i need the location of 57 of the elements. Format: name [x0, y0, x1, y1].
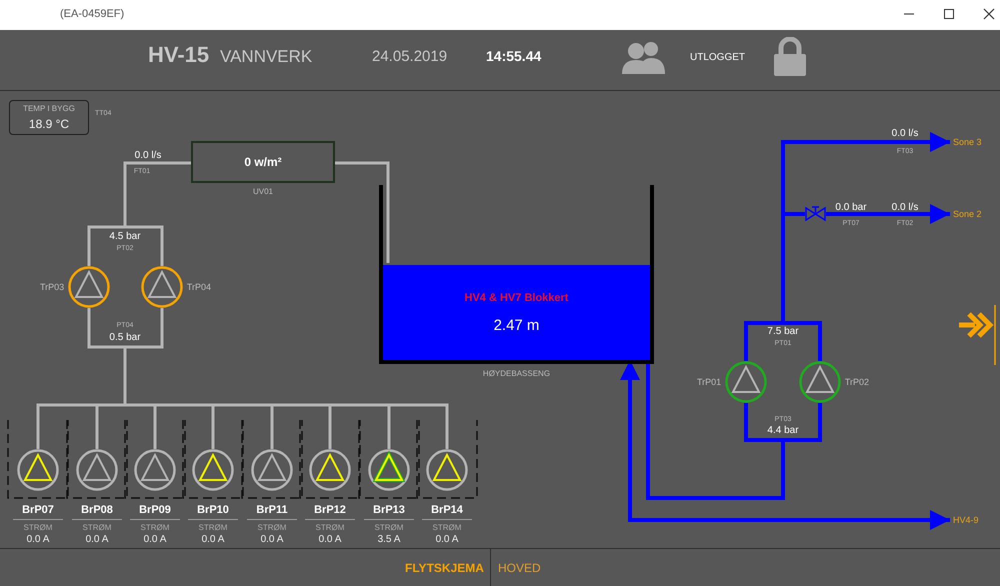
pump-label: BrP07 — [13, 505, 63, 520]
pump-label: BrP09 — [130, 505, 180, 520]
current-value: 0.0 A — [144, 535, 166, 545]
measurement-name: STRØM — [24, 524, 52, 532]
time-text: 14:55.44 — [486, 49, 542, 63]
pump-label: BrP10 — [188, 505, 238, 520]
station-subtitle: VANNVERK — [220, 48, 312, 65]
pump-label: BrP12 — [305, 505, 355, 520]
measurement-name: STRØM — [198, 524, 228, 532]
measurement-name: STRØM — [374, 524, 404, 532]
unit-tag: UV01 — [252, 188, 273, 196]
current-value: 0.0 A — [436, 535, 458, 545]
station-title: HV-15 — [148, 44, 210, 66]
pump-label: BrP14 — [422, 505, 472, 520]
measurement-name: STRØM — [82, 524, 112, 532]
panel-heading: TEMP I BYGG — [23, 105, 75, 113]
tank-label: HØYDEBASSENG — [482, 370, 550, 378]
current-value: 0.0 A — [318, 535, 342, 545]
temperature-value: 18.9 °C — [28, 118, 70, 130]
zone-label: HV4-9 — [953, 516, 979, 524]
pump-label: TrP03 — [40, 282, 64, 292]
pipe — [335, 162, 390, 263]
tab-label: FLYTSKJEMA — [405, 562, 484, 574]
measurement-value: 0.0 l/s — [134, 151, 162, 161]
measurement-value: 7.5 bar — [767, 327, 799, 337]
measurement-name: STRØM — [258, 524, 286, 532]
pump-label: BrP13 — [364, 505, 414, 520]
level-value: 2.47 m — [494, 318, 540, 332]
current-value: 0.0 A — [86, 535, 108, 545]
window-title: (EA-0459EF) — [60, 9, 124, 20]
measurement-value: 4.5 bar — [109, 232, 141, 242]
measurement-value: 0.0 bar — [835, 203, 867, 213]
zone-label: Sone 3 — [953, 138, 982, 146]
pump-label: TrP02 — [844, 378, 869, 386]
measurement-name: STRØM — [432, 524, 462, 532]
date-text: 24.05.2019 — [372, 49, 448, 64]
pump-label: TrP04 — [186, 282, 211, 292]
measurement-value: 0.0 l/s — [892, 129, 918, 139]
current-value: 0.0 A — [26, 535, 50, 545]
pump-label: BrP08 — [72, 505, 122, 520]
current-value: 0.0 A — [202, 535, 224, 545]
uv-value: 0 w/m² — [244, 156, 282, 168]
pump-label: TrP01 — [697, 378, 722, 386]
login-status: UTLOGGET — [690, 53, 746, 63]
alarm-text: HV4 & HV7 Blokkert — [464, 292, 568, 304]
current-value: 0.0 A — [260, 535, 284, 545]
current-value: 3.5 A — [378, 535, 400, 545]
pump-label: BrP11 — [247, 505, 297, 520]
measurement-name: STRØM — [140, 524, 170, 532]
measurement-value: 0.5 bar — [109, 333, 141, 343]
tab-label: HOVED — [498, 562, 541, 574]
pipe — [124, 162, 191, 266]
pipe-arrow — [826, 204, 950, 224]
measurement-value: 0.0 l/s — [892, 203, 918, 213]
measurement-name: STRØM — [316, 524, 344, 532]
zone-label: Sone 2 — [953, 210, 982, 218]
measurement-value: 4.4 bar — [767, 426, 799, 436]
